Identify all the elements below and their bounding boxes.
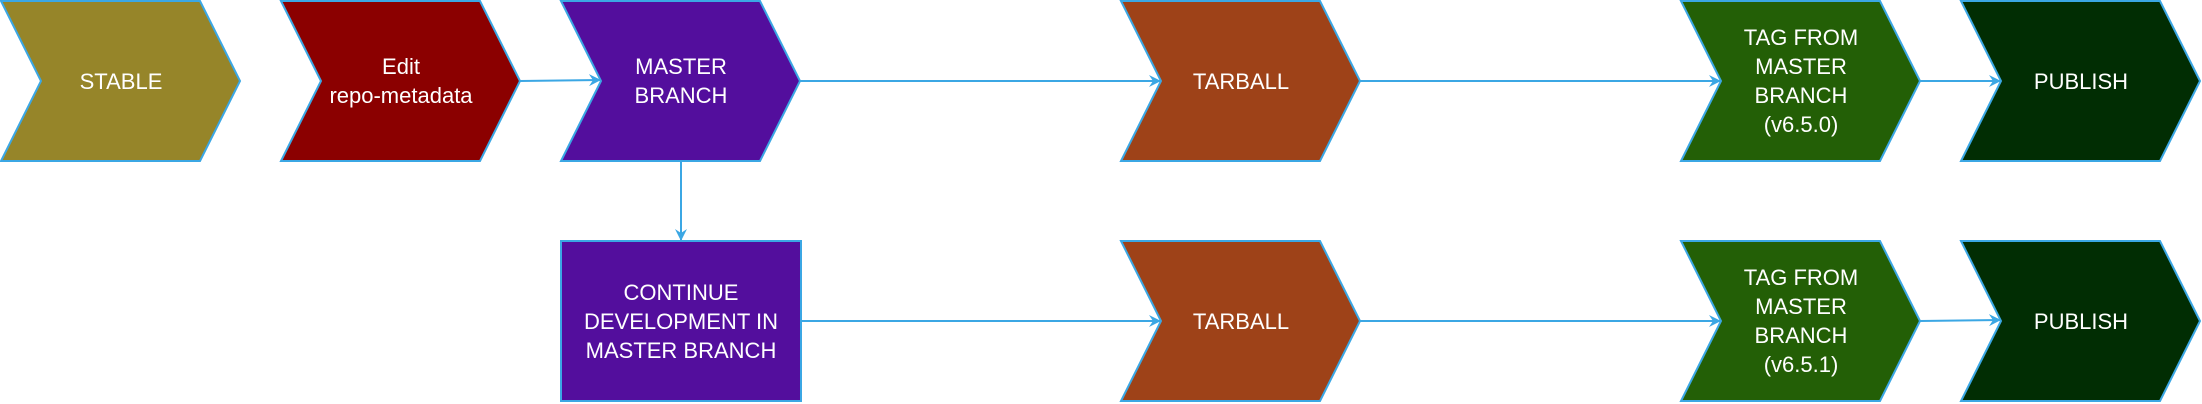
tarball-2-shape	[1119, 240, 1362, 402]
publish-2-label: PUBLISH	[2033, 308, 2129, 334]
publish-label: PUBLISH	[2033, 68, 2129, 94]
arrow-edit-to-master	[519, 74, 601, 87]
publish-shape	[1959, 0, 2202, 162]
tarball-label: TARBALL	[1192, 68, 1290, 94]
edit-repo-metadata-label: Edit repo-metadata	[329, 54, 473, 108]
tag-2-label: TAG FROM MASTER BRANCH (v6.5.1)	[1743, 265, 1859, 377]
tarball-2-label: TARBALL	[1192, 308, 1290, 334]
continue-development-label: CONTINUE DEVELOPMENT IN MASTER BRANCH	[584, 279, 778, 363]
tarball-shape	[1119, 0, 1362, 162]
stable-label: STABLE	[79, 68, 163, 94]
publish-2-shape	[1959, 240, 2202, 402]
master-branch-label: MASTER BRANCH	[634, 54, 728, 108]
tag-label: TAG FROM MASTER BRANCH (v6.5.0)	[1743, 25, 1859, 137]
continue-development-shape	[560, 240, 802, 402]
master-branch-shape	[559, 0, 802, 162]
tag-shape	[1679, 0, 1922, 162]
tag-2-shape	[1679, 240, 1922, 402]
arrow-tag2-to-publish2	[1919, 314, 2001, 327]
stable-shape	[0, 0, 242, 162]
edit-shape	[279, 0, 522, 162]
